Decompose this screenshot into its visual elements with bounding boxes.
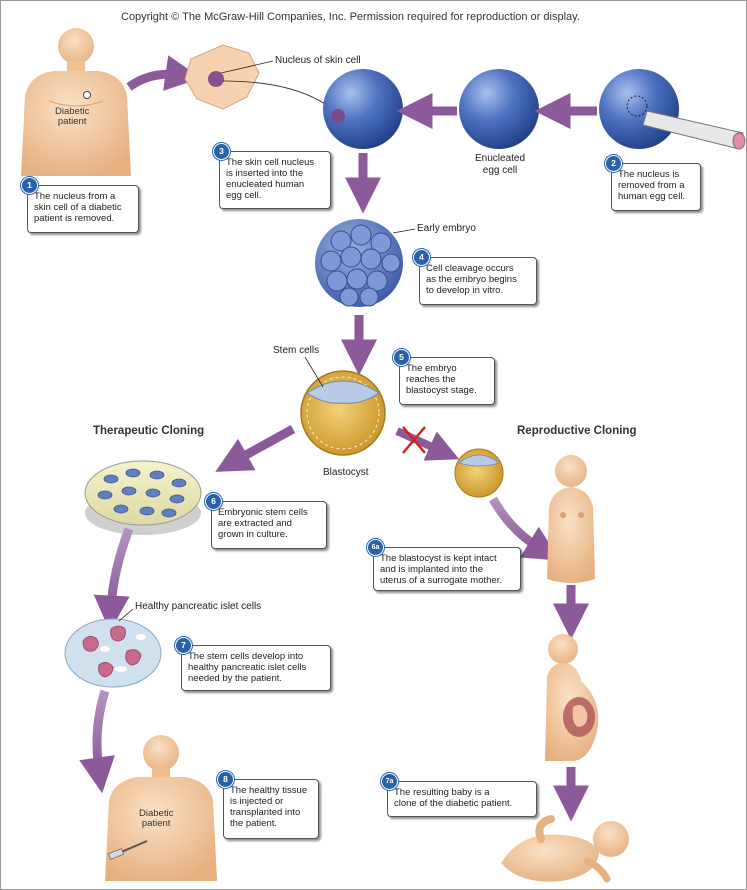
surrogate-mother-figure bbox=[547, 455, 595, 583]
section-title-reproductive: Reproductive Cloning bbox=[517, 425, 636, 437]
label-enucleated-egg-cell: Enucleated egg cell bbox=[475, 153, 525, 177]
step-box-1: The nucleus from a skin cell of a diabet… bbox=[27, 185, 139, 233]
arrow-blastocyst-to-culture bbox=[235, 429, 293, 461]
step-box-7: The stem cells develop into healthy panc… bbox=[181, 645, 331, 691]
label-healthy-islet-cells: Healthy pancreatic islet cells bbox=[135, 601, 261, 613]
label-nucleus-of-skin-cell: Nucleus of skin cell bbox=[275, 55, 361, 67]
arrow-blastocyst-to-surrogate bbox=[493, 499, 541, 549]
step-box-6: Embryonic stem cells are extracted and g… bbox=[211, 501, 327, 549]
baby-figure bbox=[501, 819, 629, 882]
enucleated-egg bbox=[459, 69, 539, 149]
arrow-patient-to-skin-cell bbox=[129, 74, 179, 87]
step-badge-5: 5 bbox=[393, 349, 410, 366]
step-badge-7: 7 bbox=[175, 637, 192, 654]
small-blastocyst bbox=[455, 449, 503, 497]
step-badge-1: 1 bbox=[21, 177, 38, 194]
egg-with-skin-nucleus bbox=[323, 69, 403, 149]
islet-cells bbox=[65, 609, 161, 687]
diabetic-patient-figure-top bbox=[21, 28, 131, 176]
step-badge-6a: 6a bbox=[367, 539, 384, 556]
step-box-5: The embryo reaches the blastocyst stage. bbox=[399, 357, 495, 405]
step-badge-4: 4 bbox=[413, 249, 430, 266]
label-diabetic-patient-top: Diabetic patient bbox=[55, 107, 89, 127]
petri-dish bbox=[85, 461, 201, 535]
step-box-7a: The resulting baby is a clone of the dia… bbox=[387, 781, 537, 817]
label-blastocyst: Blastocyst bbox=[323, 467, 369, 479]
step-box-8: The healthy tissue is injected or transp… bbox=[223, 779, 319, 839]
step-box-6a: The blastocyst is kept intact and is imp… bbox=[373, 547, 521, 591]
section-title-therapeutic: Therapeutic Cloning bbox=[93, 425, 204, 437]
step-box-2: The nucleus is removed from a human egg … bbox=[611, 163, 701, 211]
step-badge-2: 2 bbox=[605, 155, 622, 172]
label-early-embryo: Early embryo bbox=[417, 223, 476, 235]
step-badge-8: 8 bbox=[217, 771, 234, 788]
copyright-notice: Copyright © The McGraw-Hill Companies, I… bbox=[121, 11, 580, 23]
label-diabetic-patient-bottom: Diabetic patient bbox=[139, 809, 173, 829]
step-badge-3: 3 bbox=[213, 143, 230, 160]
pregnant-figure bbox=[545, 634, 598, 761]
skin-cell bbox=[185, 45, 259, 109]
human-egg-with-pipette bbox=[599, 69, 745, 149]
arrow-islet-to-patient bbox=[97, 691, 105, 771]
arrow-culture-to-islet bbox=[111, 529, 129, 609]
step-badge-6: 6 bbox=[205, 493, 222, 510]
step-box-4: Cell cleavage occurs as the embryo begin… bbox=[419, 257, 537, 305]
early-embryo bbox=[315, 219, 415, 307]
blastocyst bbox=[301, 357, 385, 455]
label-stem-cells: Stem cells bbox=[273, 345, 319, 357]
step-box-3: The skin cell nucleus is inserted into t… bbox=[219, 151, 331, 209]
step-badge-7a: 7a bbox=[381, 773, 398, 790]
